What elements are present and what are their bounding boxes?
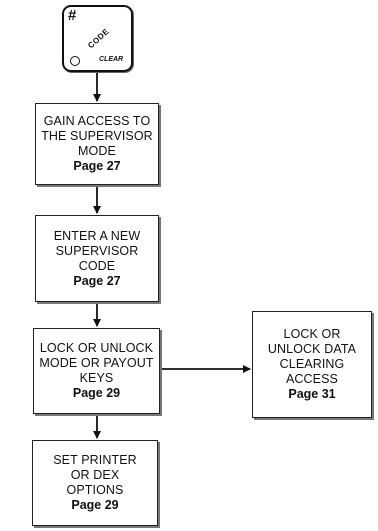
step-text-line: UNLOCK DATA (267, 342, 357, 356)
step-text-line: OR DEX (70, 468, 120, 482)
step-text-line: OPTIONS (66, 483, 124, 497)
step-text-line: LOCK OR UNLOCK (39, 341, 154, 355)
step-text-line: CLEARING (279, 357, 345, 371)
step-text-line: CODE (78, 258, 116, 273)
step-lock-unlock-mode: LOCK OR UNLOCK MODE OR PAYOUT KEYS Page … (33, 328, 160, 414)
step-lock-unlock-data-clearing: LOCK OR UNLOCK DATA CLEARING ACCESS Page… (252, 311, 372, 418)
step-text-line: ACCESS (285, 372, 338, 386)
step-text-line: SET PRINTER (53, 453, 137, 467)
step-page-ref: Page 29 (72, 386, 121, 400)
step-text-line: THE SUPERVISOR (41, 129, 153, 143)
step-text-line: MODE (78, 144, 116, 158)
indicator-circle-icon (70, 56, 80, 66)
step-text-line: LOCK OR (283, 327, 341, 341)
step-text-line: ENTER A NEW (53, 228, 141, 243)
step-page-ref: Page 31 (288, 387, 336, 401)
step-text-line: SUPERVISOR (55, 243, 139, 258)
step-page-ref: Page 27 (73, 273, 121, 288)
clear-label: CLEAR (99, 56, 124, 63)
hash-symbol: # (68, 7, 77, 24)
step-page-ref: Page 29 (71, 498, 119, 512)
code-key-icon: # CODE CLEAR (62, 5, 133, 72)
step-page-ref: Page 27 (73, 159, 121, 173)
step-enter-new-code: ENTER A NEW SUPERVISOR CODE Page 27 (35, 215, 159, 302)
code-label: CODE (86, 26, 111, 51)
step-set-printer-dex: SET PRINTER OR DEX OPTIONS Page 29 (32, 440, 158, 526)
step-gain-access: GAIN ACCESS TO THE SUPERVISOR MODE Page … (35, 103, 159, 185)
step-text-line: GAIN ACCESS TO (43, 114, 151, 128)
step-text-line: MODE OR PAYOUT (39, 356, 154, 370)
step-text-line: KEYS (79, 371, 114, 385)
